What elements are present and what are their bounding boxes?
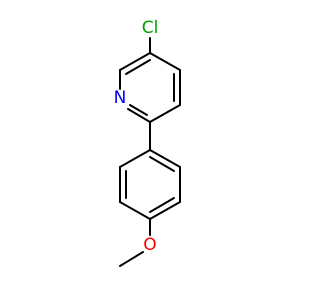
oxygen-atom-label: O xyxy=(143,235,156,255)
nitrogen-atom-label: N xyxy=(114,88,127,108)
bond-b6-b1 xyxy=(119,149,151,168)
chlorine-atom-label: Cl xyxy=(142,18,159,38)
bond-c6-c5 xyxy=(119,52,151,71)
bond-c2-n1-inner xyxy=(129,104,148,116)
bond-b1-b2-inner xyxy=(149,156,175,172)
bond-c5-c4 xyxy=(149,52,181,71)
structure-canvas: Cl N O xyxy=(113,18,181,267)
bond-b4-b5 xyxy=(119,201,151,220)
bond-b3-b4 xyxy=(149,201,181,220)
molecule-diagram: Cl N O xyxy=(114,18,181,267)
bond-c3-c2 xyxy=(149,104,181,123)
benzene-ring xyxy=(119,149,181,220)
bond-c6-c5-inner xyxy=(125,59,151,75)
bond-b3-b4-inner xyxy=(149,197,175,213)
bond-b1-b2 xyxy=(149,149,181,168)
bond-o-ch3 xyxy=(119,251,144,267)
bond-c2-n1 xyxy=(127,108,151,123)
pyridine-ring xyxy=(119,37,181,123)
methoxy-group xyxy=(119,218,151,267)
